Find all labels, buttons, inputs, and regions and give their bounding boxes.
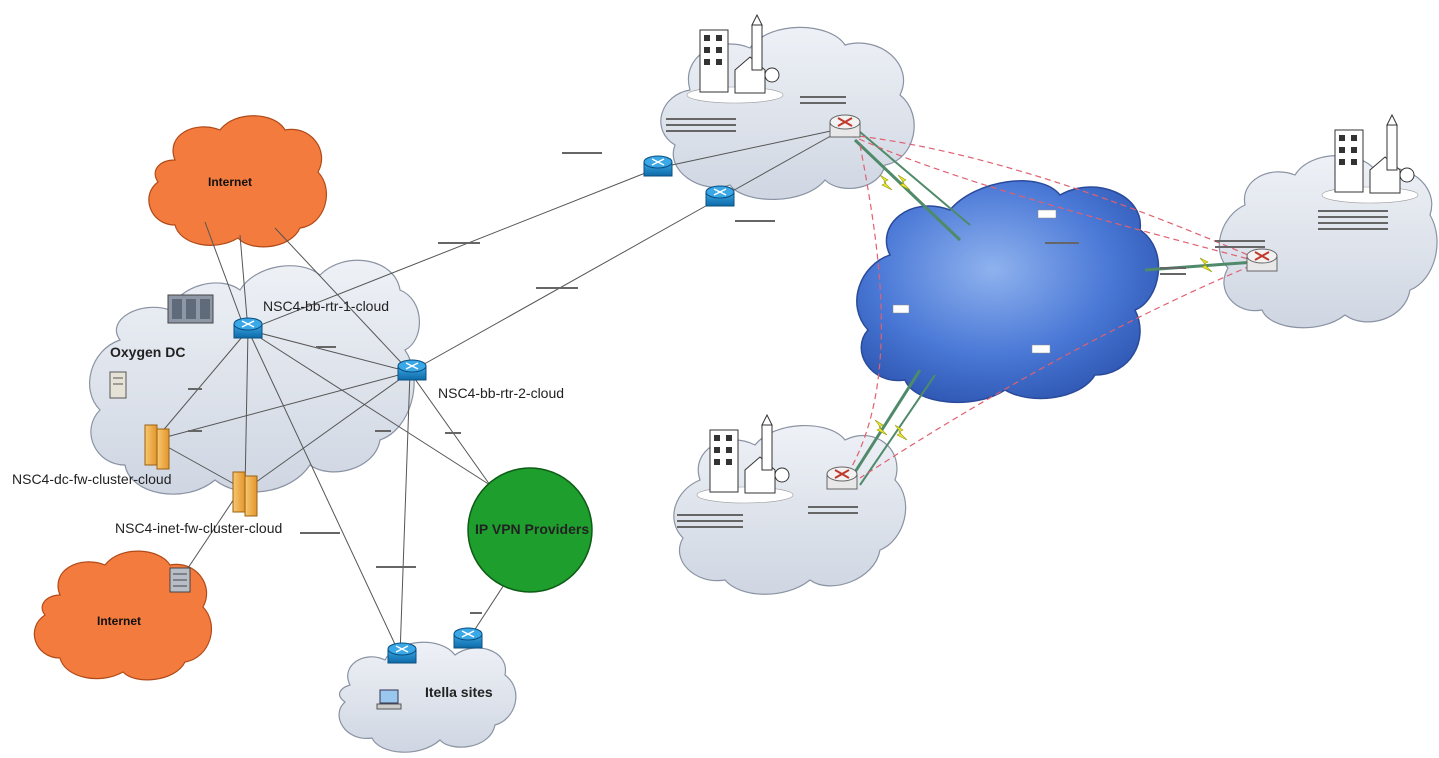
router-icon: [233, 155, 735, 664]
bottom-branch-cloud: [673, 424, 907, 595]
bb-rtr-1-label: NSC4-bb-rtr-1-cloud: [263, 298, 389, 314]
ipvpn-providers-circle: [467, 467, 593, 593]
dc-fw-cluster-label: NSC4-dc-fw-cluster-cloud: [12, 471, 171, 487]
building-icon: [1321, 113, 1419, 204]
branch-router-icon: [826, 114, 1278, 490]
oxygen-dc-label: Oxygen DC: [110, 344, 185, 360]
internet-cloud-bottom: [33, 550, 212, 681]
lightning-icon: [874, 174, 1213, 441]
server-icon: [109, 294, 214, 593]
workstation-icon: [376, 689, 402, 710]
provider-cloud: [856, 180, 1160, 404]
tiny-annotations: [188, 96, 1388, 614]
provider-badges: [892, 209, 1057, 354]
provider-links: [848, 131, 1261, 486]
inet-fw-cluster-label: NSC4-inet-fw-cluster-cloud: [115, 520, 282, 536]
internet-cloud-top: [148, 115, 327, 248]
building-icon: [686, 13, 784, 104]
bb-rtr-2-label: NSC4-bb-rtr-2-cloud: [438, 385, 564, 401]
top-branch-cloud: [660, 26, 915, 201]
internet-bottom-label: Internet: [97, 614, 141, 628]
itella-sites-label: Itella sites: [425, 684, 493, 700]
ipvpn-providers-label: IP VPN Providers: [475, 521, 589, 537]
firewall-icon: [144, 424, 258, 517]
building-icon: [696, 413, 794, 504]
internet-top-label: Internet: [208, 175, 252, 189]
links: [154, 127, 846, 656]
